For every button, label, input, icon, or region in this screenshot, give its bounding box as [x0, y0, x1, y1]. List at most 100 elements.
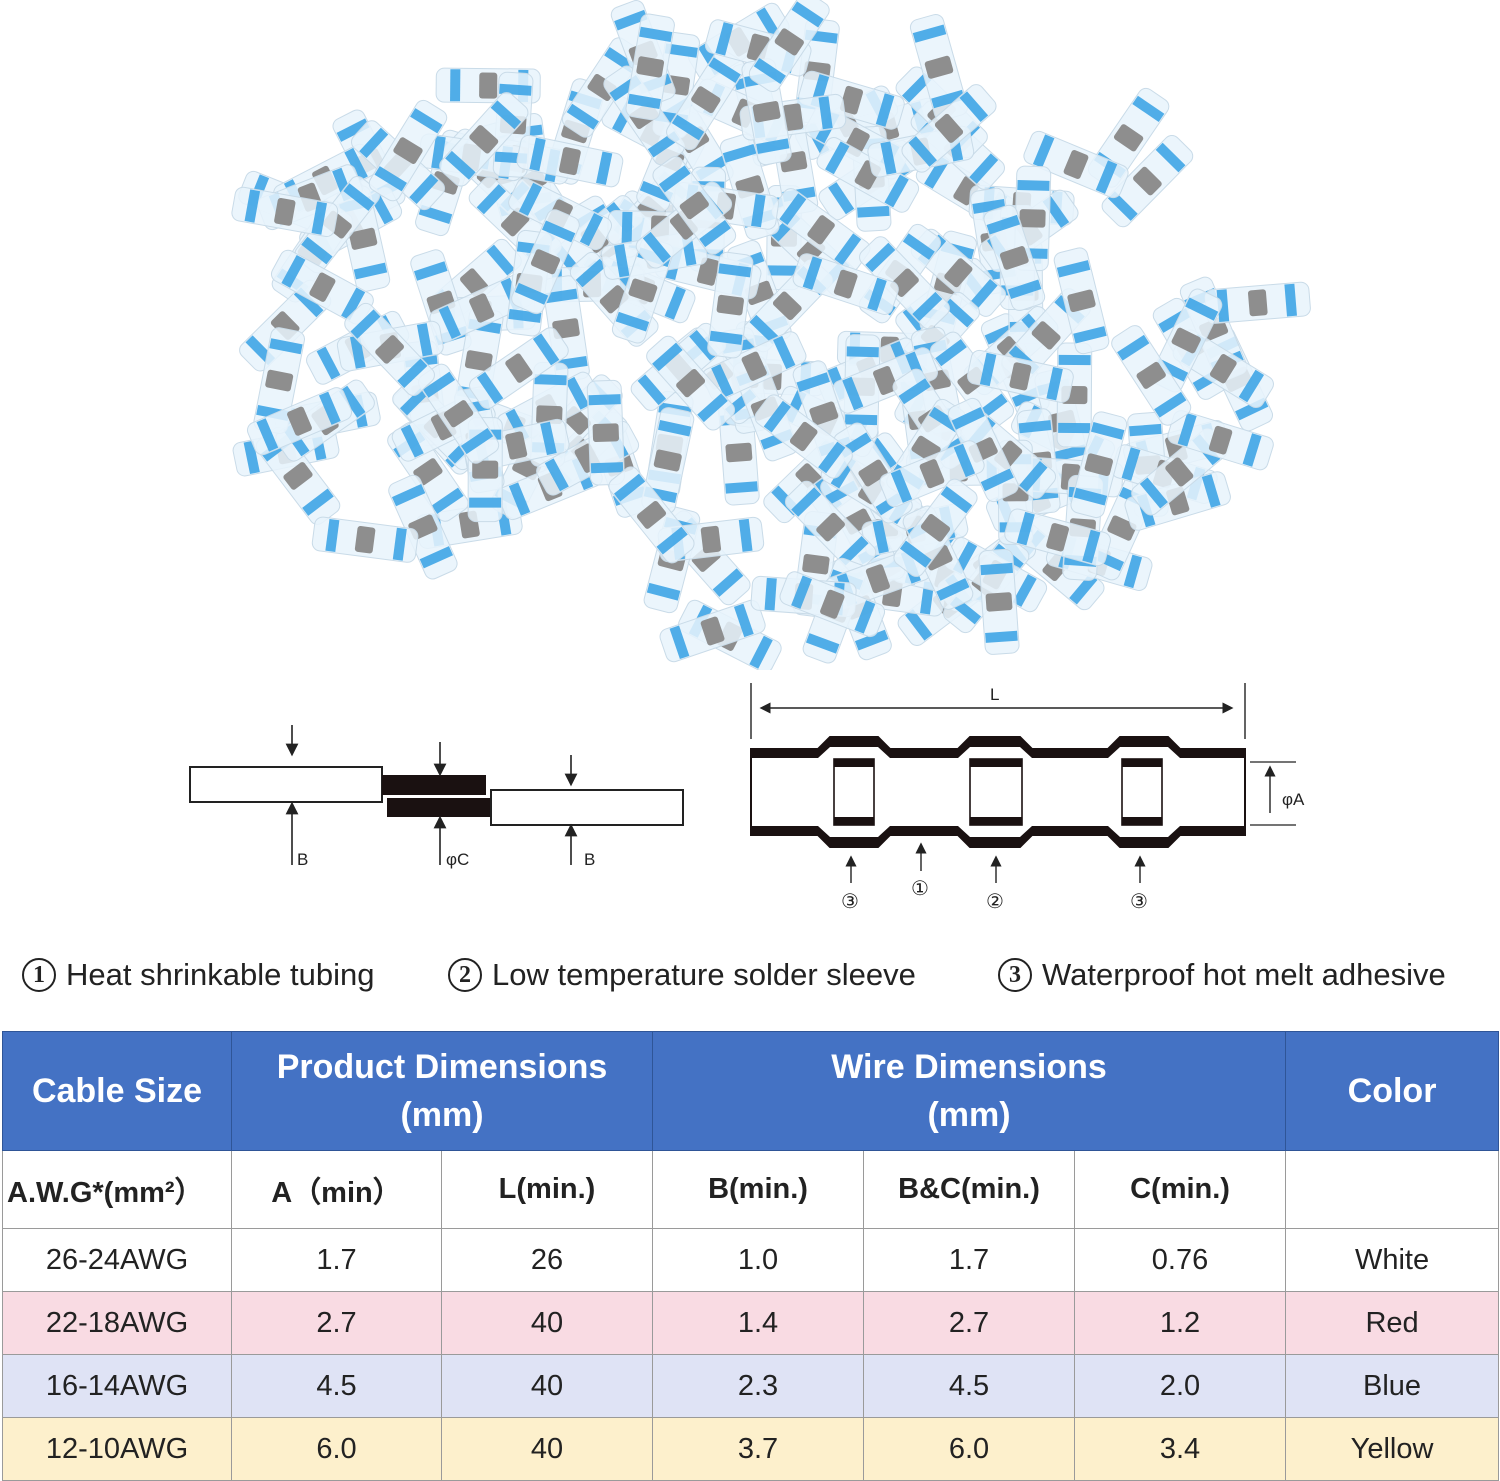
connector-piece: [652, 156, 737, 255]
connector-piece: [1204, 281, 1311, 324]
connector-piece: [901, 84, 997, 173]
cell-cable-size: 22-18AWG: [2, 1291, 232, 1355]
spec-table: Cable Size Product Dimensions (mm) Wire …: [2, 1031, 1500, 1481]
connector-piece: [893, 478, 978, 577]
connector-piece: [1023, 130, 1129, 199]
cell-a-min: 2.7: [231, 1291, 442, 1355]
subheader-awg: A.W.G*(mm²）: [2, 1150, 232, 1229]
cell-c-min: 0.76: [1074, 1228, 1287, 1292]
cell-b-min: 1.0: [652, 1228, 865, 1292]
connector-piece: [966, 349, 1074, 403]
connector-piece: [511, 209, 580, 315]
cell-b-min: 1.4: [652, 1291, 865, 1355]
subheader-row: A.W.G*(mm²） A（min） L(min.) B(min.) B&C(m…: [2, 1150, 1500, 1229]
cell-l-min: 40: [440, 1291, 654, 1355]
connector-piece: [792, 253, 899, 315]
connector-piece: [879, 440, 985, 508]
label-phi-a: φA: [1282, 790, 1305, 809]
connector-piece: [641, 407, 695, 514]
connector-piece: [311, 516, 419, 563]
cell-l-min: 40: [440, 1354, 654, 1418]
connector-piece: [701, 331, 807, 402]
header-cable-size: Cable Size: [2, 1031, 232, 1151]
product-photo: [231, 0, 1311, 670]
header-product-dimensions: Product Dimensions (mm): [230, 1031, 654, 1151]
marker-3-left: ③: [841, 889, 859, 913]
wire-core-right: [387, 798, 491, 817]
legend-text-1: Heat shrinkable tubing: [66, 957, 375, 992]
legend-number-1: 1: [22, 958, 56, 992]
subheader-a-min: A（min）: [231, 1150, 442, 1229]
connector-piece: [1053, 247, 1110, 355]
connector-piece: [659, 599, 766, 663]
cell-color: White: [1285, 1228, 1500, 1292]
cell-a-min: 1.7: [231, 1228, 442, 1292]
cell-cable-size: 12-10AWG: [2, 1417, 232, 1481]
connector-piece: [1101, 134, 1194, 228]
marker-1: ①: [911, 876, 929, 900]
connector-piece: [1070, 411, 1128, 519]
legend-hot-melt: 3 Waterproof hot melt adhesive: [998, 952, 1446, 998]
connector-piece: [748, 0, 830, 92]
connector-piece: [1111, 325, 1192, 426]
connector-piece: [909, 14, 969, 121]
header-color: Color: [1285, 1031, 1500, 1151]
connector-piece: [1167, 410, 1274, 471]
connector-piece: [344, 302, 435, 396]
connector-diagram: L φA ③ ① ② ③: [750, 683, 1305, 913]
header-wire-dimensions-line1: Wire Dimensions: [831, 1048, 1107, 1086]
connector-piece: [231, 186, 339, 238]
wire-right: [490, 789, 684, 826]
cell-c-min: 3.4: [1074, 1417, 1287, 1481]
cell-bc-min: 2.7: [863, 1291, 1076, 1355]
label-phi-c: φC: [446, 850, 469, 869]
cell-c-min: 1.2: [1074, 1291, 1287, 1355]
subheader-b-min: B(min.): [652, 1150, 865, 1229]
cell-l-min: 26: [440, 1228, 654, 1292]
connector-piece: [469, 327, 569, 409]
wire-splice-diagram: B φC B: [189, 725, 684, 869]
marker-3-right: ③: [1130, 889, 1148, 913]
header-wire-dimensions-line2: (mm): [927, 1096, 1011, 1134]
connector-piece: [646, 335, 736, 431]
cell-a-min: 4.5: [231, 1354, 442, 1418]
connector-piece: [754, 394, 853, 479]
subheader-color-empty: [1285, 1150, 1500, 1229]
label-l: L: [990, 685, 999, 704]
cell-c-min: 2.0: [1074, 1354, 1287, 1418]
legend-number-2: 2: [448, 958, 482, 992]
cell-color: Blue: [1285, 1354, 1500, 1418]
label-b-right: B: [584, 850, 595, 869]
connector-piece: [429, 273, 535, 343]
subheader-c-min: C(min.): [1074, 1150, 1287, 1229]
cell-color: Red: [1285, 1291, 1500, 1355]
connector-piece: [368, 99, 448, 202]
cell-cable-size: 26-24AWG: [2, 1228, 232, 1292]
connector-piece: [253, 327, 306, 435]
legend-text-2: Low temperature solder sleeve: [492, 957, 916, 992]
connector-piece: [270, 249, 374, 325]
header-wire-dimensions: Wire Dimensions (mm): [652, 1031, 1287, 1151]
wire-left: [189, 766, 383, 803]
connector-piece: [608, 466, 695, 564]
marker-2: ②: [986, 889, 1004, 913]
legend-number-3: 3: [998, 958, 1032, 992]
cell-color: Yellow: [1285, 1417, 1500, 1481]
connector-piece: [978, 548, 1020, 655]
connector-piece: [707, 251, 754, 359]
cell-l-min: 40: [440, 1417, 654, 1481]
wire-core-left: [382, 775, 486, 795]
cell-cable-size: 16-14AWG: [2, 1354, 232, 1418]
legend-text-3: Waterproof hot melt adhesive: [1042, 957, 1446, 992]
connector-piece: [516, 134, 624, 188]
connector-piece: [983, 204, 1046, 312]
label-b-left: B: [297, 850, 308, 869]
connector-piece: [625, 13, 675, 121]
connector-piece: [1004, 508, 1111, 567]
header-product-dimensions-line1: Product Dimensions: [276, 1048, 608, 1086]
subheader-l-min: L(min.): [440, 1150, 654, 1229]
